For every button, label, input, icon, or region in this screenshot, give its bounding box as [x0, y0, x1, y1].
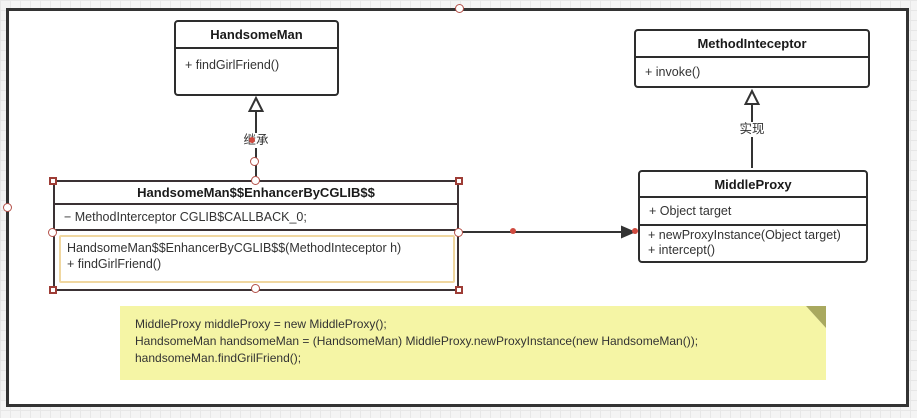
class-method: + newProxyInstance(Object target): [648, 228, 841, 242]
class-constructor: HandsomeMan$$EnhancerByCGLIB$$(MethodInt…: [67, 241, 402, 255]
class-title: HandsomeMan: [176, 22, 337, 49]
resize-handle-top-left[interactable]: [49, 177, 57, 185]
boundary-connection-point-top[interactable]: [455, 4, 464, 13]
boundary-connection-point-left[interactable]: [3, 203, 12, 212]
note-code-line: handsomeMan.findGrilFriend();: [135, 351, 302, 365]
connection-point-bottom[interactable]: [251, 284, 260, 293]
connection-point-top[interactable]: [251, 176, 260, 185]
highlighted-methods-box[interactable]: HandsomeMan$$EnhancerByCGLIB$$(MethodInt…: [59, 235, 455, 283]
class-title: MethodInteceptor: [636, 31, 868, 58]
class-fields-section: + Object target: [640, 198, 866, 226]
realization-edge-label[interactable]: 实现: [736, 122, 768, 137]
class-field: + Object target: [649, 204, 732, 218]
note-code-line: MiddleProxy middleProxy = new MiddleProx…: [135, 317, 387, 331]
resize-handle-top-right[interactable]: [455, 177, 463, 185]
class-fields-section: − MethodInterceptor CGLIB$CALLBACK_0;: [55, 205, 457, 231]
note-folded-corner: [806, 306, 826, 328]
edge-waypoint-dot[interactable]: [510, 228, 516, 234]
class-title: MiddleProxy: [640, 172, 866, 198]
class-enhancer-by-cglib[interactable]: HandsomeMan$$EnhancerByCGLIB$$ − MethodI…: [53, 180, 459, 291]
class-methods-section: HandsomeMan$$EnhancerByCGLIB$$(MethodInt…: [55, 231, 457, 285]
note-code-line: HandsomeMan handsomeMan = (HandsomeMan) …: [135, 334, 699, 348]
label-anchor-dot[interactable]: [249, 137, 255, 143]
edge-endpoint-dot[interactable]: [632, 228, 638, 234]
connection-point-right[interactable]: [454, 228, 463, 237]
connection-point-left[interactable]: [48, 228, 57, 237]
class-method: + findGirlFriend(): [67, 257, 162, 271]
class-field: − MethodInterceptor CGLIB$CALLBACK_0;: [64, 210, 307, 224]
class-middleproxy[interactable]: MiddleProxy + Object target + newProxyIn…: [638, 170, 868, 263]
edge-endpoint-handle[interactable]: [250, 157, 259, 166]
class-method: + intercept(): [648, 243, 716, 257]
class-method: + invoke(): [645, 65, 701, 79]
class-methodinteceptor[interactable]: MethodInteceptor + invoke(): [634, 29, 870, 88]
inheritance-edge-label[interactable]: 继承: [240, 133, 272, 148]
sticky-note[interactable]: MiddleProxy middleProxy = new MiddleProx…: [120, 306, 826, 380]
class-title: HandsomeMan$$EnhancerByCGLIB$$: [55, 182, 457, 205]
class-methods-section: + newProxyInstance(Object target) + inte…: [640, 226, 866, 260]
class-method: + findGirlFriend(): [185, 58, 280, 72]
resize-handle-bottom-right[interactable]: [455, 286, 463, 294]
class-handsomeman[interactable]: HandsomeMan + findGirlFriend(): [174, 20, 339, 96]
resize-handle-bottom-left[interactable]: [49, 286, 57, 294]
